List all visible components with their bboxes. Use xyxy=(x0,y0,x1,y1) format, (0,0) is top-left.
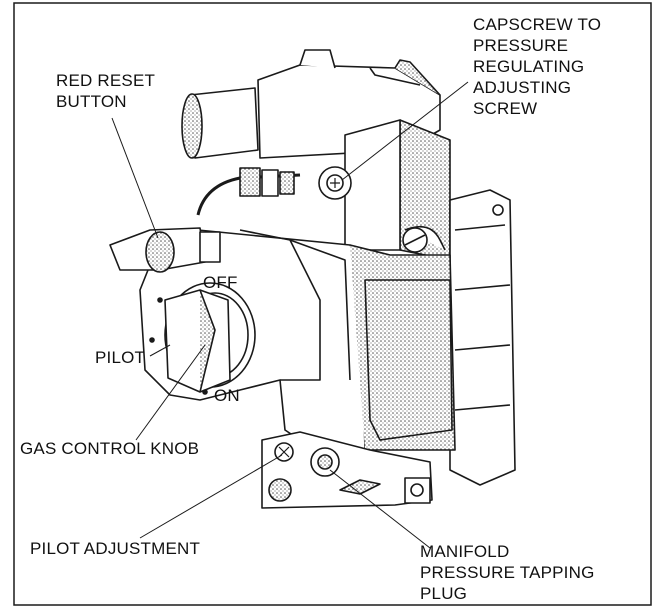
dial-on-label: ON xyxy=(214,386,240,405)
diagram-border xyxy=(13,2,652,606)
leader-capscrew xyxy=(341,81,469,181)
leader-pilot xyxy=(149,344,171,357)
leader-pilot-adjustment xyxy=(139,454,283,539)
pilot-adjustment-label: PILOT ADJUSTMENT xyxy=(30,539,201,558)
red-reset-button-label: RED RESET BUTTON xyxy=(56,71,156,111)
gas-control-knob-label: GAS CONTROL KNOB xyxy=(20,439,200,458)
leader-gas-control xyxy=(135,344,206,441)
leader-red-reset xyxy=(111,117,159,239)
leader-manifold xyxy=(329,469,431,549)
capscrew-label: CAPSCREW TO PRESSURE REGULATING ADJUSTIN… xyxy=(473,15,602,118)
manifold-label: MANIFOLD PRESSURE TAPPING PLUG xyxy=(420,542,595,603)
pilot-label: PILOT xyxy=(95,348,146,367)
dial-off-label: OFF xyxy=(203,273,238,292)
gas-valve-body xyxy=(109,49,516,509)
leader-lines xyxy=(111,81,469,549)
